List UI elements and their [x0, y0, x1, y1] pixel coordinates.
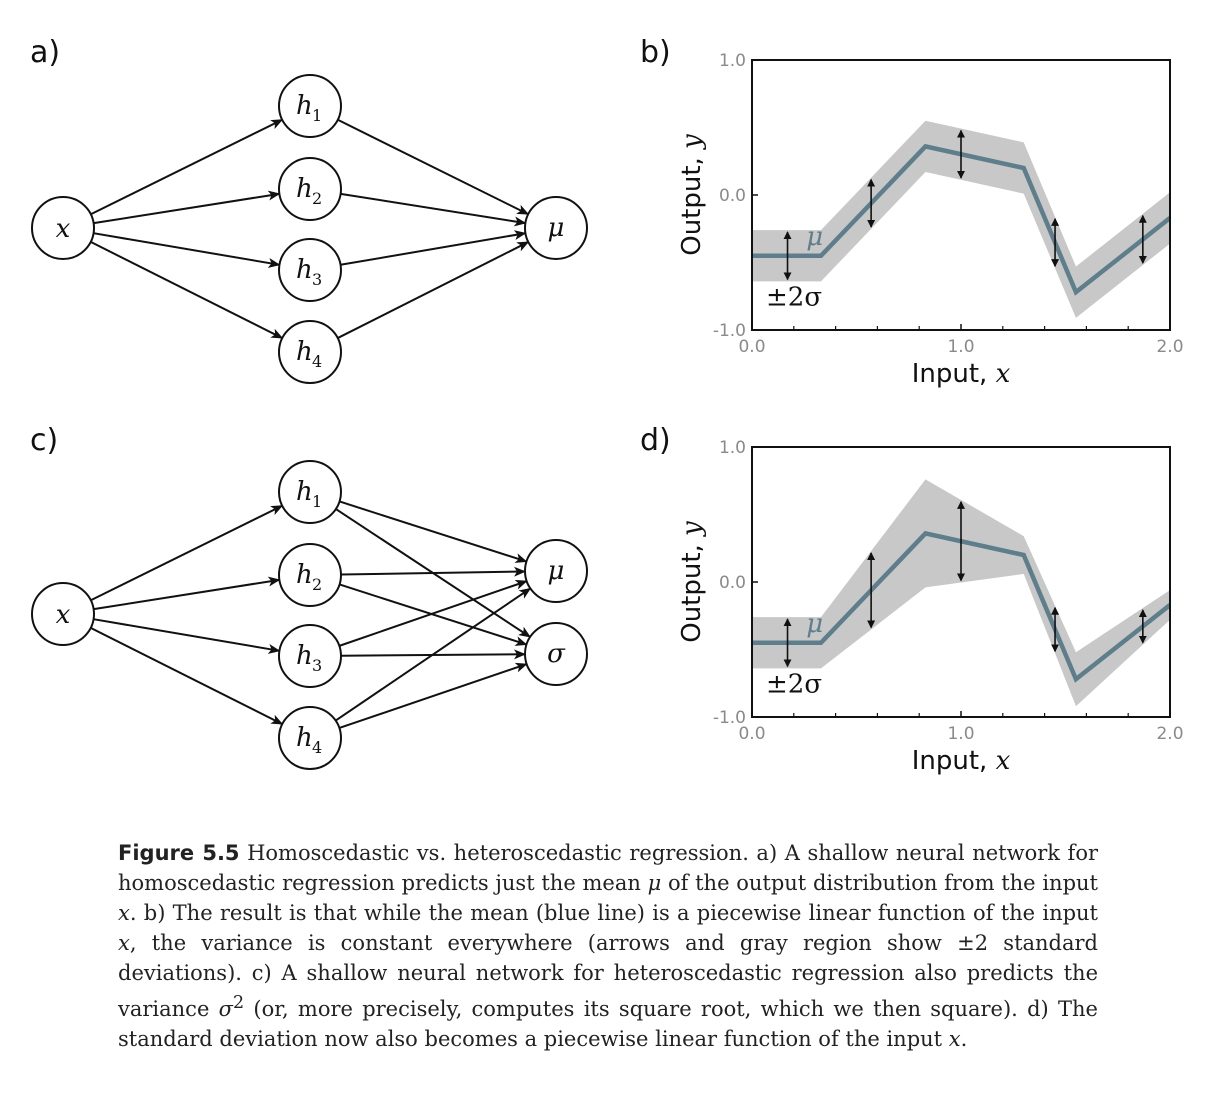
node-output-1	[524, 539, 588, 603]
band-label: ±2σ	[766, 670, 822, 700]
node-hidden-2	[278, 157, 342, 221]
edge-h4-out2	[339, 662, 528, 729]
node-hidden-sub-3: 3	[312, 270, 322, 289]
node-hidden-3	[278, 238, 342, 302]
edge-x-h3	[93, 618, 281, 654]
panel-label-c: c)	[30, 423, 58, 458]
mean-line	[752, 143, 1170, 296]
node-hidden-label-3: h	[296, 641, 313, 671]
edge-x-h4	[90, 627, 284, 725]
figure-caption: Figure 5.5 Homoscedastic vs. heterosceda…	[118, 838, 1098, 1054]
node-hidden-label-2: h	[296, 174, 313, 204]
node-hidden-sub-4: 4	[312, 352, 322, 371]
y-tick-label-1: 0.0	[719, 186, 746, 206]
x-tick-label-2: 2.0	[1156, 337, 1183, 357]
node-hidden-4	[278, 706, 342, 770]
node-hidden-1	[278, 460, 342, 524]
node-input	[31, 196, 95, 260]
y-tick-label-0: 1.0	[719, 51, 746, 71]
edge-x-h4	[90, 241, 284, 339]
edge-h2-out1	[340, 566, 527, 577]
edge-h2-out1	[340, 192, 527, 227]
node-hidden-sub-4: 4	[312, 738, 322, 757]
y-tick-label-2: -1.0	[713, 708, 746, 728]
edge-h1-out1	[339, 500, 528, 563]
panel-label-a: a)	[30, 35, 60, 70]
x-tick-label-1: 1.0	[947, 724, 974, 744]
plot-area	[752, 120, 1170, 318]
band-label: ±2σ	[766, 283, 822, 313]
x-axis-label: Input, x	[912, 359, 1011, 389]
node-output-1	[524, 196, 588, 260]
edge-h4-out1	[335, 587, 532, 722]
plot-area	[752, 479, 1170, 707]
node-hidden-4	[278, 320, 342, 384]
x-axis-label: Input, x	[912, 746, 1011, 776]
node-hidden-3	[278, 624, 342, 688]
node-hidden-sub-3: 3	[312, 656, 322, 675]
x-tick-label-2: 2.0	[1156, 724, 1183, 744]
node-hidden-sub-1: 1	[312, 492, 322, 511]
y-tick-label-0: 1.0	[719, 438, 746, 458]
caption-text: Homoscedastic vs. heteroscedastic regres…	[118, 841, 1098, 1051]
edge-x-h2	[93, 190, 281, 225]
node-hidden-label-4: h	[296, 723, 313, 753]
node-output-2	[524, 622, 588, 686]
edge-x-h1	[90, 118, 284, 216]
node-hidden-1	[278, 74, 342, 138]
caption-label: Figure 5.5	[118, 841, 240, 865]
node-hidden-label-3: h	[296, 255, 313, 285]
y-tick-label-1: 0.0	[719, 573, 746, 593]
node-hidden-label-1: h	[296, 477, 313, 507]
node-input-label: x	[56, 600, 71, 630]
x-tick-label-0: 0.0	[738, 337, 765, 357]
edge-x-h1	[90, 504, 284, 602]
mean-label: μ	[806, 609, 823, 639]
node-hidden-sub-2: 2	[312, 575, 322, 594]
y-axis-label: Output, y	[677, 521, 707, 643]
node-hidden-2	[278, 543, 342, 607]
x-tick-label-0: 0.0	[738, 724, 765, 744]
y-tick-label-2: -1.0	[713, 321, 746, 341]
edge-h4-out1	[337, 241, 530, 339]
mean-line	[752, 530, 1170, 683]
node-hidden-label-2: h	[296, 560, 313, 590]
x-tick-label-1: 1.0	[947, 337, 974, 357]
edge-h1-out1	[337, 118, 530, 216]
node-input-label: x	[56, 214, 71, 244]
node-output-label-1: μ	[548, 213, 565, 243]
node-hidden-sub-1: 1	[312, 106, 322, 125]
y-axis-label: Output, y	[677, 134, 707, 256]
mean-label: μ	[806, 222, 823, 252]
node-hidden-label-4: h	[296, 337, 313, 367]
panel-label-b: b)	[640, 35, 671, 70]
node-output-label-2: σ	[547, 639, 566, 669]
node-output-label-1: μ	[548, 556, 565, 586]
node-input	[31, 582, 95, 646]
edge-x-h3	[93, 232, 281, 268]
edge-h3-out1	[338, 579, 528, 647]
node-hidden-sub-2: 2	[312, 189, 322, 208]
edge-x-h2	[93, 576, 281, 611]
edge-h3-out1	[340, 230, 527, 266]
node-hidden-label-1: h	[296, 91, 313, 121]
panel-label-d: d)	[640, 423, 671, 458]
